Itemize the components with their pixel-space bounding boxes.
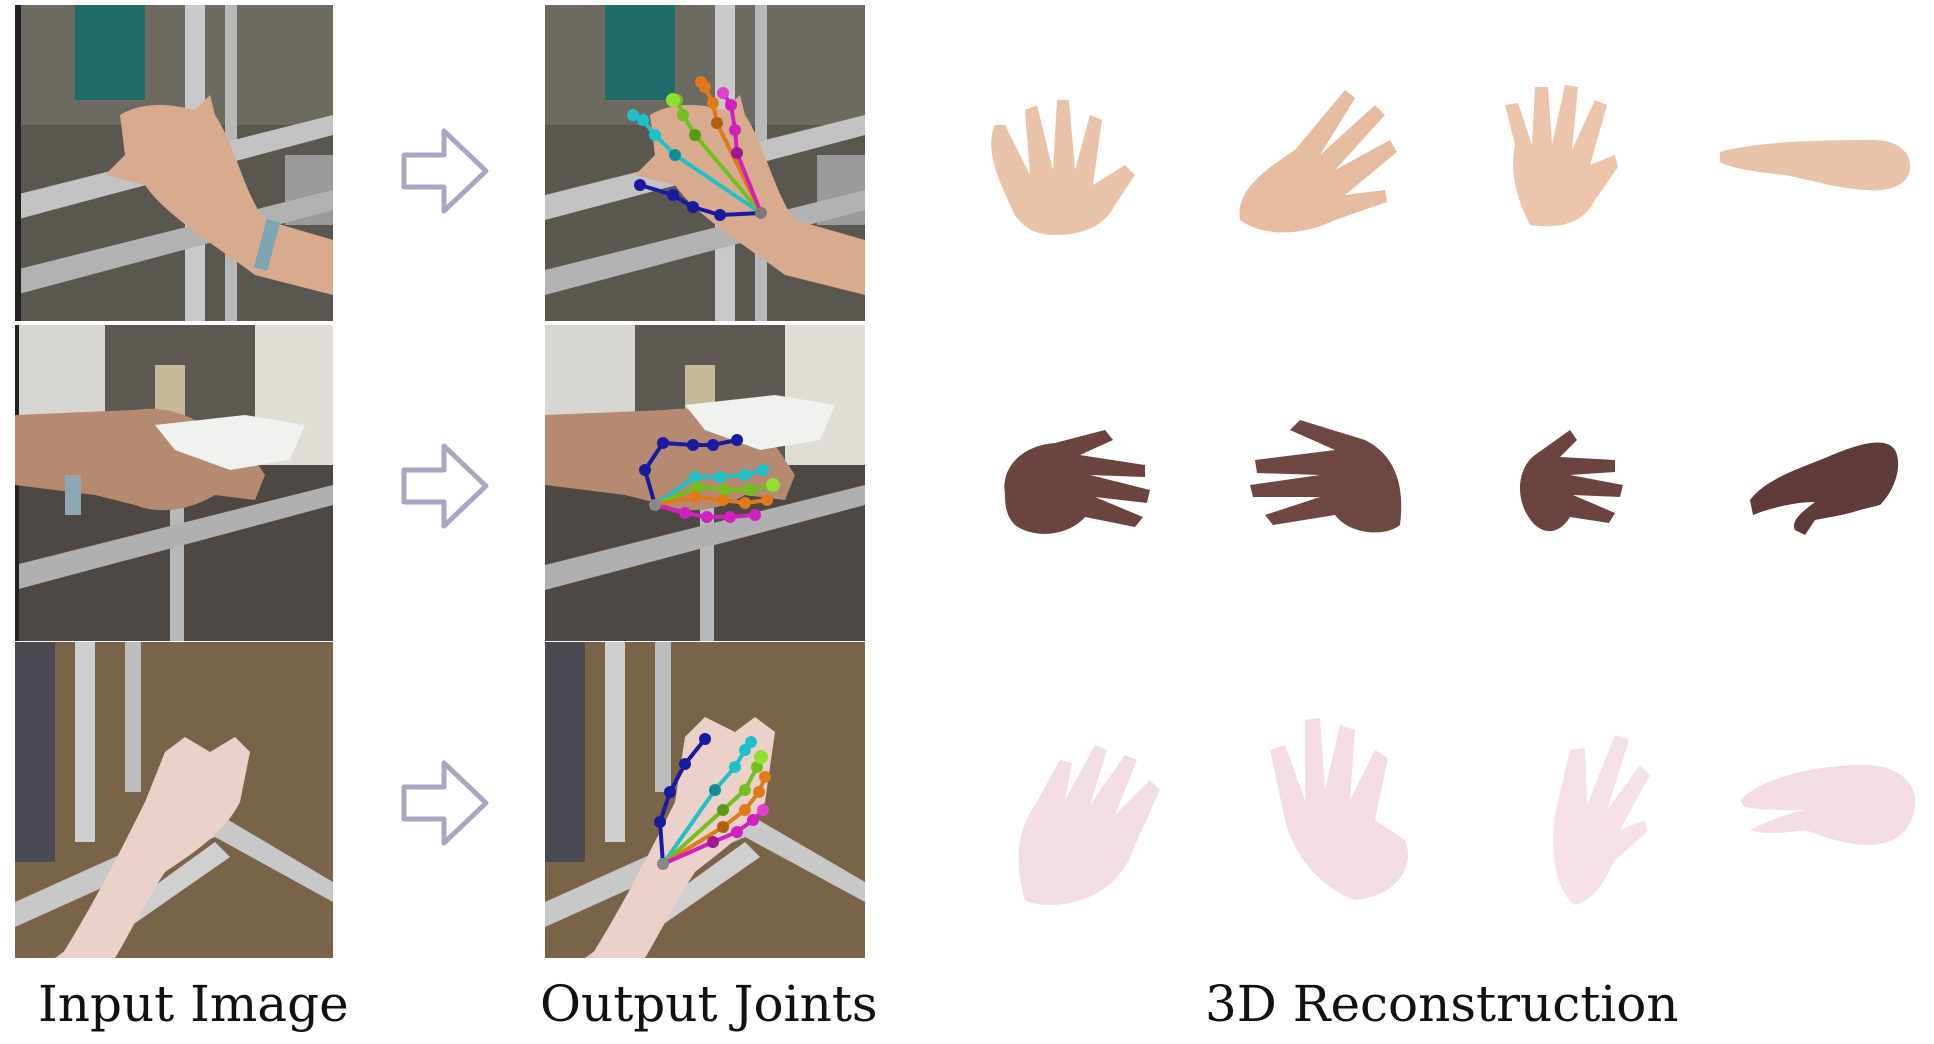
caption-3d-reconstruction: 3D Reconstruction [1205, 975, 1679, 1033]
reconstruction-1-view-3 [1490, 75, 1630, 239]
reconstruction-1-view-4 [1715, 130, 1915, 204]
joint-points-1 [627, 76, 767, 221]
reconstruction-3-view-1 [1010, 725, 1175, 914]
arrow-1 [400, 125, 492, 221]
input-image-2 [15, 325, 333, 641]
caption-output-joints: Output Joints [540, 975, 878, 1033]
joint-points-3 [654, 733, 771, 870]
reconstruction-1-view-2 [1225, 80, 1405, 244]
reconstruction-2-view-2 [1235, 415, 1410, 544]
output-joints-image-1 [545, 5, 865, 321]
arrow-2 [400, 440, 492, 536]
reconstruction-3-view-3 [1535, 720, 1655, 914]
input-image-3 [15, 642, 333, 958]
reconstruction-2-view-3 [1515, 425, 1635, 544]
reconstruction-3-view-2 [1265, 710, 1425, 909]
arrow-3 [400, 757, 492, 853]
reconstruction-2-view-4 [1745, 430, 1905, 544]
reconstruction-2-view-1 [995, 425, 1160, 549]
reconstruction-3-view-4 [1735, 755, 1920, 859]
reconstruction-1-view-1 [975, 85, 1155, 249]
caption-input-image: Input Image [38, 975, 349, 1033]
input-image-1 [15, 5, 333, 321]
output-joints-image-2 [545, 325, 865, 641]
joint-points-2 [639, 434, 780, 523]
output-joints-image-3 [545, 642, 865, 958]
